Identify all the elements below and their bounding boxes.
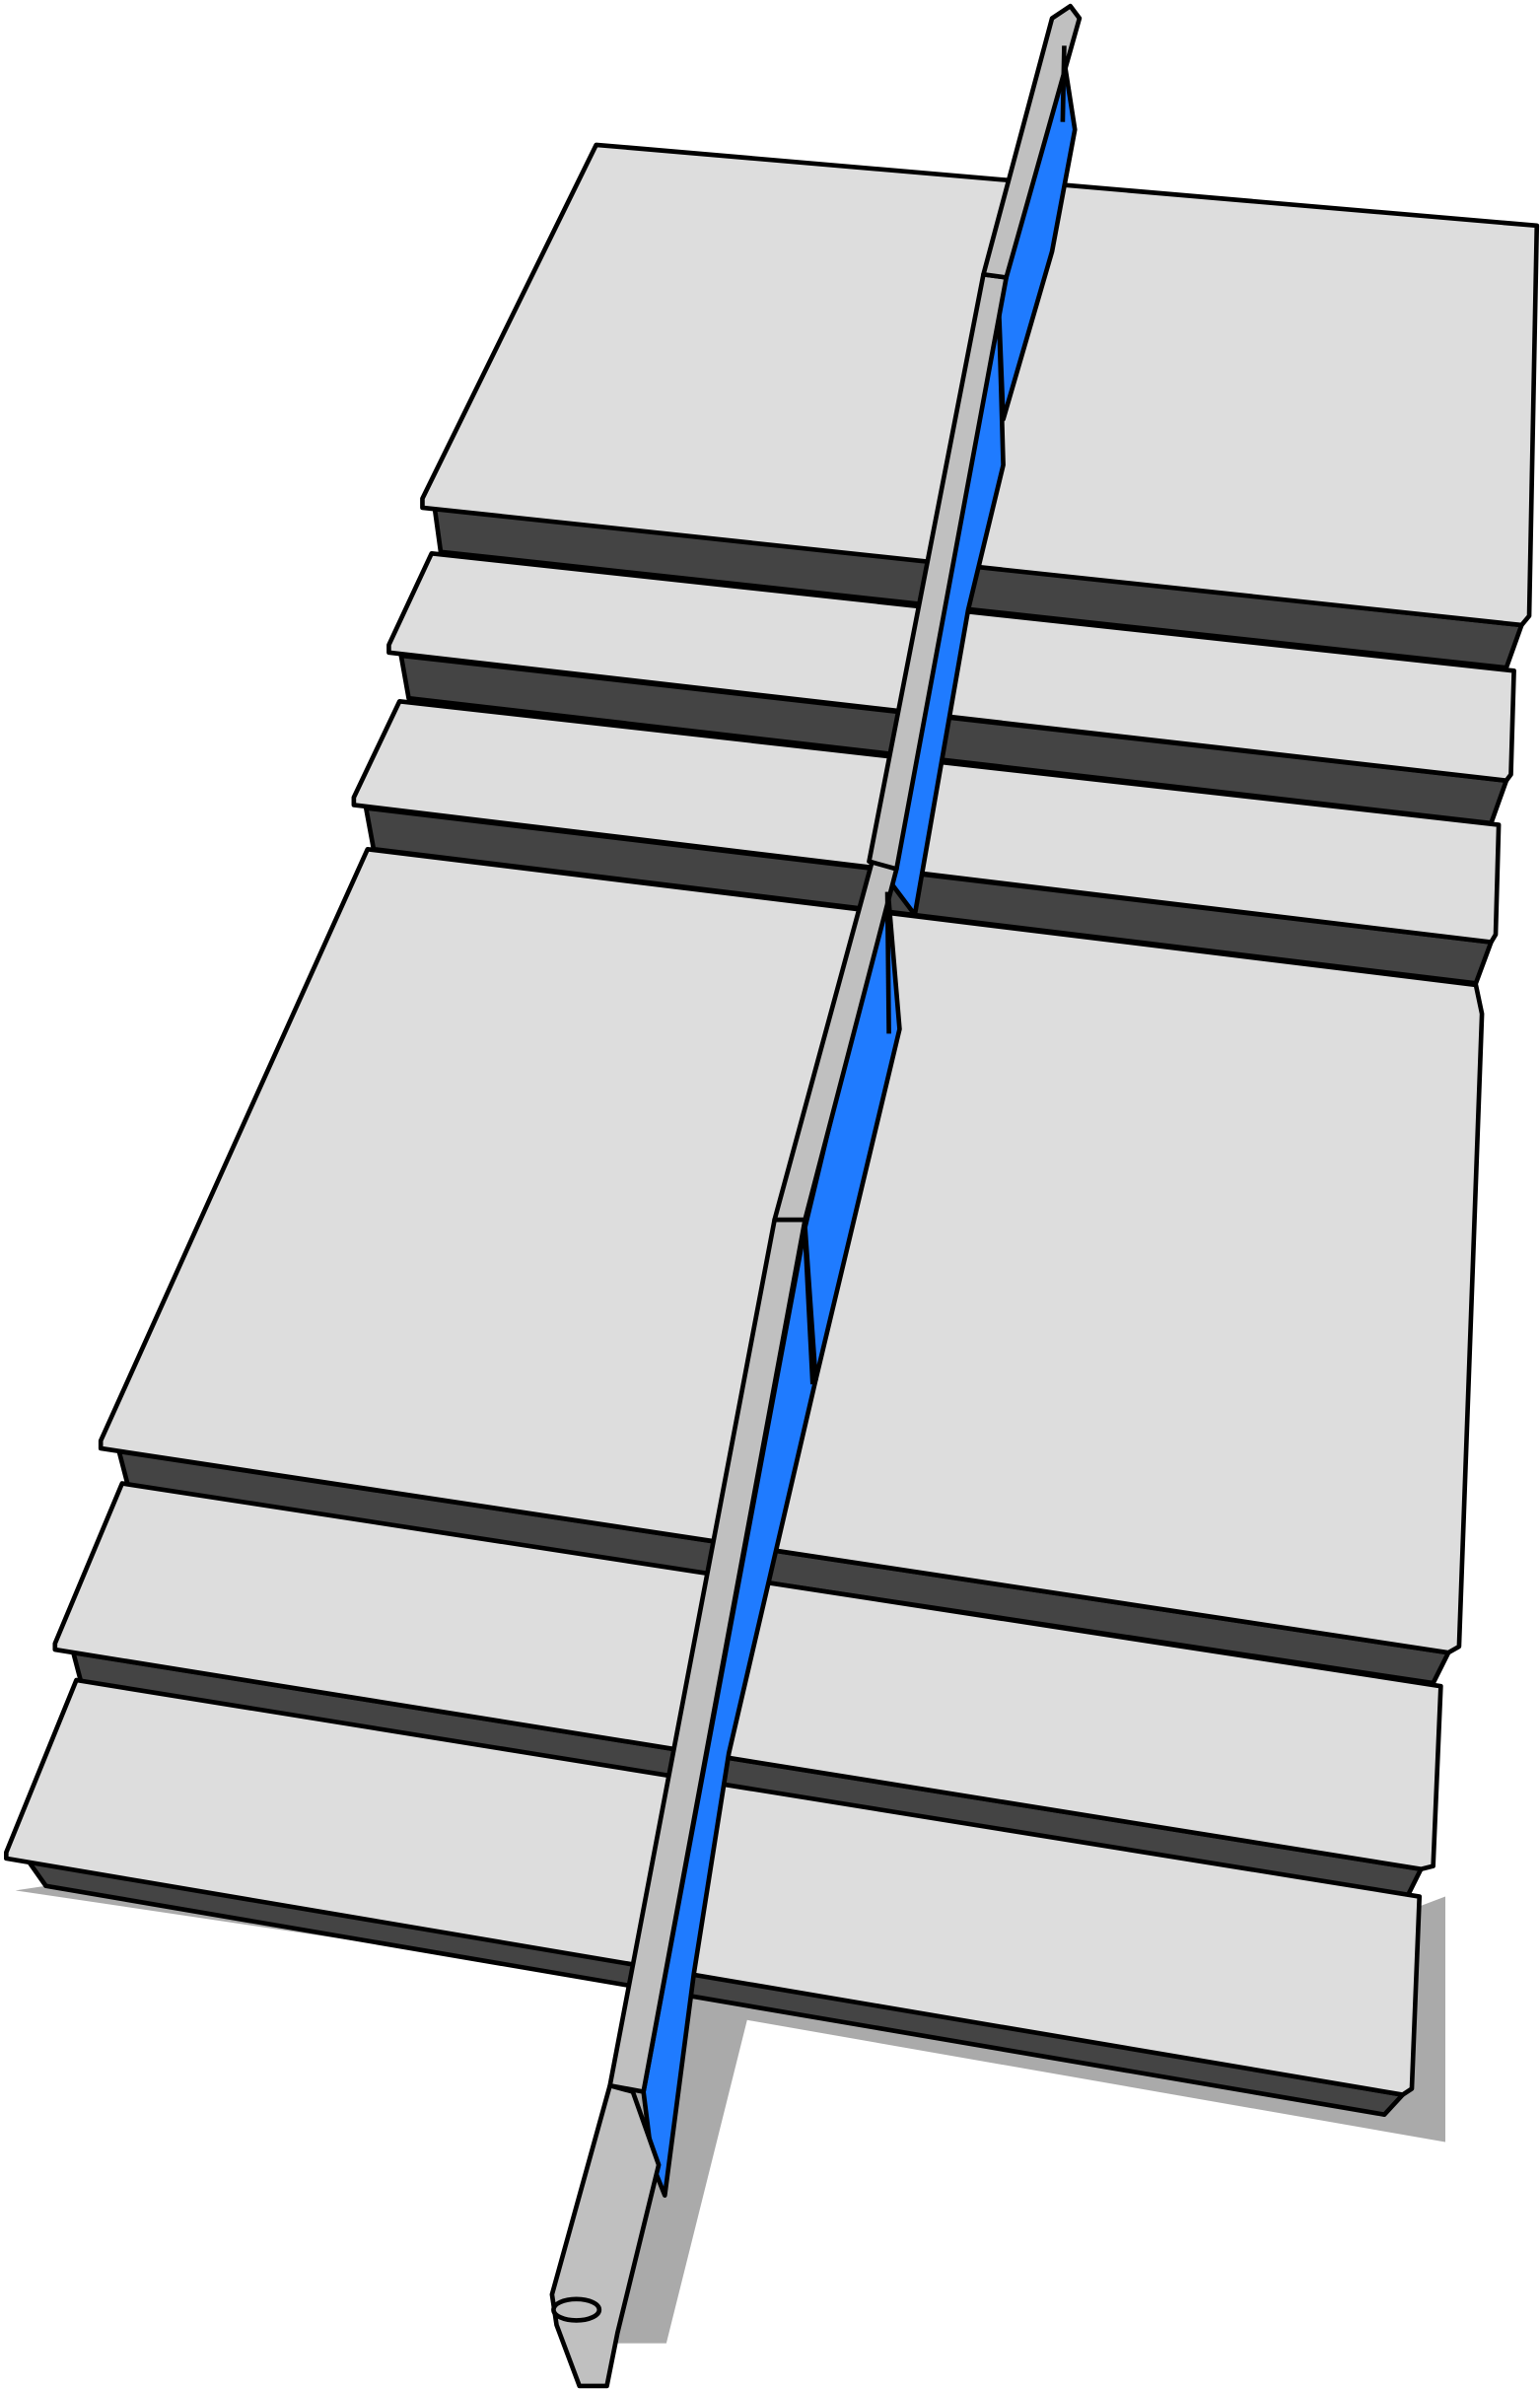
newel-post-base bbox=[551, 2296, 602, 2323]
rail-segment-top bbox=[981, 3, 1083, 280]
step-6 bbox=[4, 1677, 1423, 2117]
step-6-tread bbox=[4, 1677, 1423, 2097]
post-middle bbox=[884, 891, 891, 1034]
post-lower bbox=[803, 1234, 815, 1385]
handrail bbox=[549, 3, 1083, 2389]
post-upper bbox=[1060, 45, 1067, 122]
